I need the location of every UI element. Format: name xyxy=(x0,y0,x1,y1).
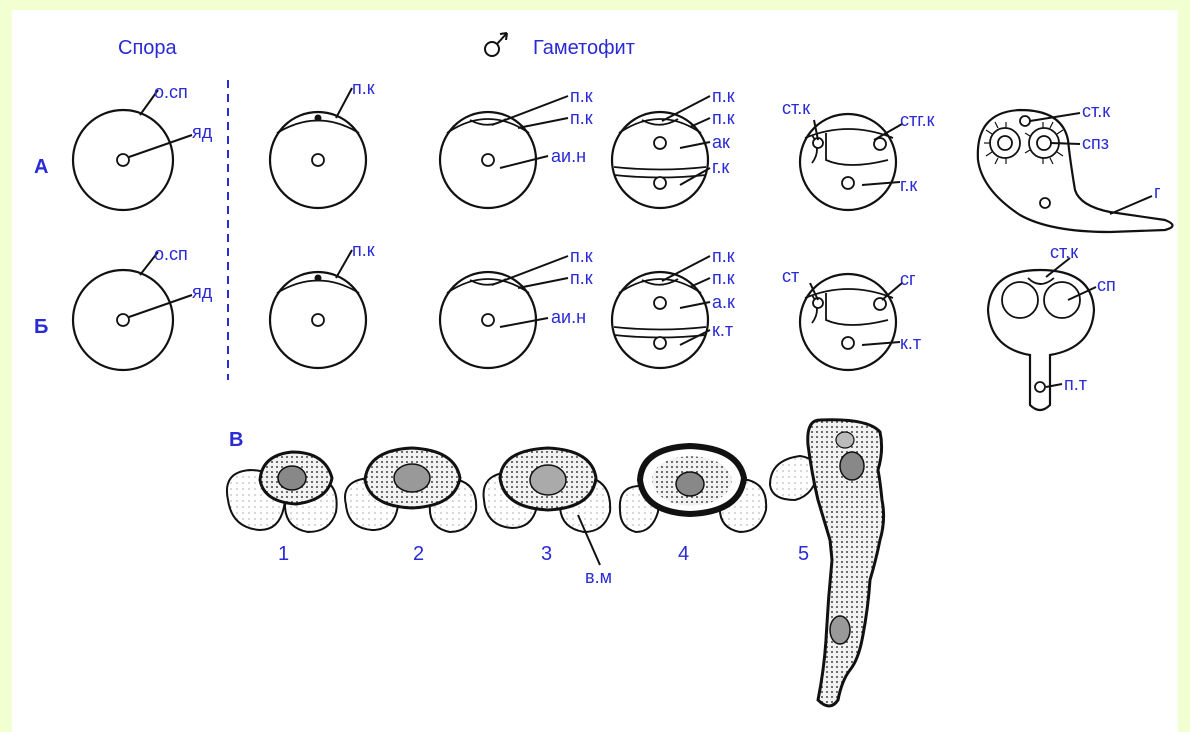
pollen-grain-2 xyxy=(345,448,476,532)
row-a-stage-5-stalk-label: ст.к xyxy=(782,98,810,118)
row-a-stage-3 xyxy=(440,96,568,208)
row-b-stage-4-prothallial1-label: п.к xyxy=(712,246,735,266)
row-a-stage-6 xyxy=(978,110,1173,232)
row-b-spore-wall-label: о.сп xyxy=(154,244,188,264)
pollen-grain-1 xyxy=(227,452,337,532)
spore-header: Спора xyxy=(118,37,178,59)
row-b-stage-5-tube-cell-label: к.т xyxy=(900,333,921,353)
male-symbol-icon xyxy=(485,33,507,56)
row-b-stage-4-antheridial-label: а.к xyxy=(712,292,735,312)
pollen-grain-number-1: 1 xyxy=(278,543,289,565)
row-b-stage-3-antheridial-label: аи.н xyxy=(551,307,586,327)
row-b-nucleus-label: яд xyxy=(192,282,213,302)
row-a-stage-2-prothallial-label: п.к xyxy=(352,78,375,98)
row-b-stage-4-prothallial2-label: п.к xyxy=(712,268,735,288)
row-a-stage-5-spermatogenous-label: стг.к xyxy=(900,110,935,130)
row-b-stage-2 xyxy=(270,250,366,368)
pollen-grain-4 xyxy=(620,446,766,532)
row-a-stage-4 xyxy=(612,96,710,208)
row-a-stage-2 xyxy=(270,88,366,208)
row-b-stage-2-prothallial-label: п.к xyxy=(352,240,375,260)
gametophyte-header: Гаметофит xyxy=(533,37,635,59)
row-a-stage-4-antheridial-label: ак xyxy=(712,132,730,152)
row-label-c: В xyxy=(229,429,243,451)
row-b-stage-3 xyxy=(440,256,568,368)
row-a-stage-3-antheridial-label: аи.н xyxy=(551,146,586,166)
row-b-stage-5 xyxy=(800,274,902,370)
row-b-stage-3-prothallial1-label: п.к xyxy=(570,246,593,266)
row-b-stage-3-prothallial2-label: п.к xyxy=(570,268,593,288)
pollen-grain-number-2: 2 xyxy=(413,543,424,565)
air-sac-label: в.м xyxy=(585,567,612,587)
row-a-stage-5-generative-label: г.к xyxy=(900,175,917,195)
row-b-stage-6-sperm-label: сп xyxy=(1097,275,1116,295)
row-a-stage-5 xyxy=(800,114,902,210)
pollen-grain-number-4: 4 xyxy=(678,543,689,565)
row-a-stage-6-tube-label: г xyxy=(1154,182,1161,202)
row-a-stage-4-generative-label: г.к xyxy=(712,157,729,177)
row-a-spore-wall-label: о.сп xyxy=(154,82,188,102)
row-a-nucleus-label: яд xyxy=(192,122,213,142)
row-a-stage-3-prothallial2-label: п.к xyxy=(570,108,593,128)
row-a-stage-3-prothallial1-label: п.к xyxy=(570,86,593,106)
row-b-stage-4-tube-cell-label: к.т xyxy=(712,320,733,340)
row-b-stage-5-stalk-label: ст xyxy=(782,266,799,286)
row-b-spore xyxy=(73,252,192,370)
row-b-stage-6-stalk-label: ст.к xyxy=(1050,242,1078,262)
row-b-stage-5-sperm-cell-label: сг xyxy=(900,269,916,289)
pollen-grain-5 xyxy=(770,420,884,706)
row-b-stage-6-pollen-tube-label: п.т xyxy=(1064,374,1087,394)
pollen-grain-number-5: 5 xyxy=(798,543,809,565)
row-label-a: А xyxy=(34,156,48,178)
row-a-stage-6-stalk-label: ст.к xyxy=(1082,101,1110,121)
row-a-stage-4-prothallial1-label: п.к xyxy=(712,86,735,106)
row-a-spore xyxy=(73,90,192,210)
pollen-grain-number-3: 3 xyxy=(541,543,552,565)
row-label-b: Б xyxy=(34,316,48,338)
row-b-stage-4 xyxy=(612,256,710,368)
row-a-stage-6-spermatozoids-label: спз xyxy=(1082,133,1109,153)
row-a-stage-4-prothallial2-label: п.к xyxy=(712,108,735,128)
